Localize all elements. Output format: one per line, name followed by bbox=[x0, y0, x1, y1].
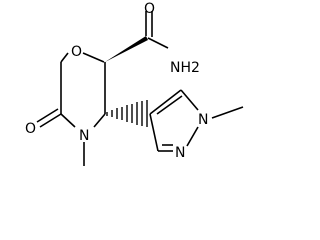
atom-n-pyr1: N bbox=[198, 112, 208, 128]
bond-o-c2 bbox=[82, 52, 105, 63]
bond-pyr-c4-c5-inner bbox=[156, 95, 183, 115]
bond-pyr-c4-c5 bbox=[149, 89, 182, 115]
atom-o-keto: O bbox=[25, 121, 36, 137]
bond-pyr-n1-methyl bbox=[211, 106, 244, 119]
bond-pyr-c3-c4 bbox=[149, 113, 159, 152]
hash-c3-pyrazole bbox=[106, 100, 148, 127]
molecule-svg: O O O NH2 N N N bbox=[25, 1, 244, 166]
bond-c5-o-keto-1 bbox=[39, 113, 62, 128]
bond-pyr-c5-n1 bbox=[180, 89, 199, 111]
atom-o-amide: O bbox=[144, 1, 155, 17]
atom-n-ring: N bbox=[79, 128, 89, 144]
structure-diagram: O O O NH2 N N N bbox=[25, 1, 244, 166]
wedge-c2-amide bbox=[105, 36, 148, 62]
atom-nh2: NH2 bbox=[170, 60, 200, 76]
bond-c5-o-keto-2 bbox=[36, 108, 59, 123]
bond-pyr-n1-n2 bbox=[186, 126, 199, 147]
bond-n4-c5 bbox=[60, 113, 76, 128]
bond-c6-o bbox=[60, 52, 69, 63]
bond-c3-n4 bbox=[93, 113, 106, 128]
bond-amide-cn bbox=[147, 37, 169, 49]
atom-n-pyr2: N bbox=[175, 145, 185, 161]
atom-o-ring: O bbox=[71, 44, 82, 60]
